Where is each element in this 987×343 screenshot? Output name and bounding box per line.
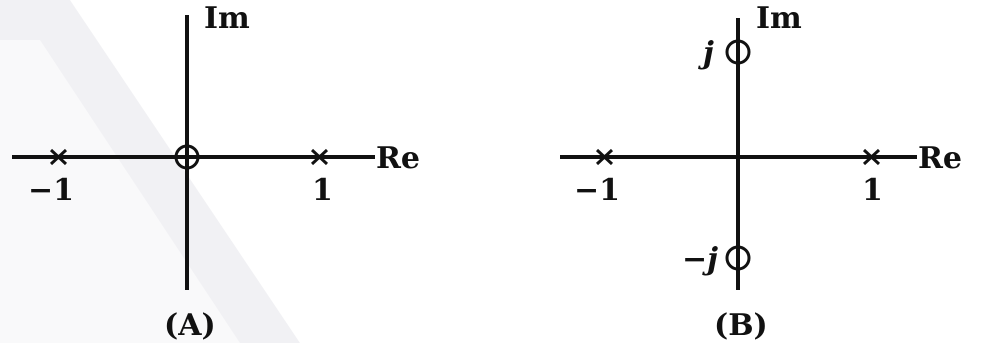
panel-b-pole-pos-one [862, 148, 881, 166]
panel-b-zero-neg-j [725, 245, 751, 271]
panel-b-tick-neg-one: −1 [574, 173, 620, 208]
panel-b: Im Re −1 1 j −j (B) [560, 1, 962, 343]
panel-b-tick-pos-j: j [698, 36, 714, 71]
watermark-band-inner [0, 40, 240, 343]
panel-a-tick-pos-one: 1 [312, 173, 333, 208]
panel-b-im-label: Im [756, 1, 802, 36]
panel-a-pole-neg-one [49, 148, 68, 166]
panel-a-caption: (A) [164, 308, 216, 343]
panel-b-tick-pos-one: 1 [862, 173, 883, 208]
panel-a-im-label: Im [204, 1, 250, 36]
panel-a-tick-neg-one: −1 [28, 173, 74, 208]
panel-a-pole-pos-one [310, 148, 329, 166]
panel-b-re-label: Re [918, 141, 962, 176]
panel-a-zero-origin [174, 144, 200, 170]
panel-b-zero-pos-j [725, 39, 751, 65]
panel-b-tick-neg-j: −j [682, 242, 718, 277]
panel-b-caption: (B) [714, 308, 768, 343]
panel-b-pole-neg-one [595, 148, 614, 166]
panel-a: Im Re −1 1 (A) [12, 1, 420, 343]
panel-a-re-label: Re [376, 141, 420, 176]
